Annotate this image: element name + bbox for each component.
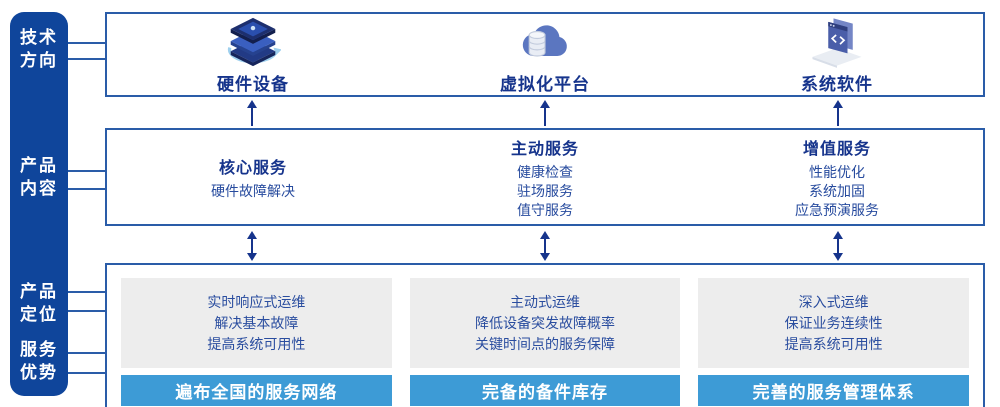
arrow-head [833, 230, 844, 239]
double-arrow-icon [539, 230, 550, 261]
tech-item-label: 硬件设备 [217, 75, 289, 94]
tech-item-virtualization: 虚拟化平台 [399, 14, 691, 95]
server-stack-icon [227, 17, 281, 67]
content-item: 硬件故障解决 [211, 182, 295, 199]
up-arrow-icon [246, 99, 257, 126]
arrow-shaft [250, 238, 253, 253]
position-col-proactive: 主动式运维 降低设备突发故障概率 关键时间点的服务保障 完备的备件库存 [409, 278, 681, 406]
sidebar-label-line: 优势 [20, 363, 58, 382]
arrow-row-top [105, 99, 985, 126]
up-arrow-icon [539, 99, 550, 126]
connector-line [62, 291, 107, 293]
sidebar-label-line: 技术 [20, 28, 58, 47]
sidebar-label-product-positioning: 产品 定位 [10, 280, 68, 326]
connector-line [62, 42, 107, 44]
advantage-bar: 完备的备件库存 [409, 375, 681, 406]
double-arrow-icon [833, 230, 844, 261]
up-arrow-icon [833, 99, 844, 126]
arrow-shaft [837, 238, 840, 253]
sidebar-label-product-content: 产品 内容 [10, 154, 68, 200]
sidebar-label-line: 定位 [20, 305, 58, 324]
positioning-line: 解决基本故障 [214, 314, 299, 331]
product-positioning-box: 实时响应式运维 解决基本故障 提高系统可用性 遍布全国的服务网络 主动式运维 降… [105, 263, 985, 407]
arrow-shaft [543, 238, 546, 253]
arrow-row-bottom [105, 230, 985, 261]
arrow-shaft [837, 107, 840, 126]
arrow-head [833, 252, 844, 261]
connector-line [62, 170, 107, 172]
position-col-indepth: 深入式运维 保证业务连续性 提高系统可用性 完善的服务管理体系 [698, 278, 970, 406]
connector-line [62, 352, 107, 354]
tech-item-system-software: 系统软件 [691, 14, 983, 95]
positioning-line: 关键时间点的服务保障 [475, 335, 615, 352]
content-item: 健康检查 [517, 163, 573, 180]
position-col-realtime: 实时响应式运维 解决基本故障 提高系统可用性 遍布全国的服务网络 [121, 278, 392, 406]
connector-line [62, 372, 107, 374]
content-col-title: 增值服务 [802, 140, 871, 158]
connector-line [62, 188, 107, 190]
arrow-head [833, 99, 844, 108]
arrow-head [539, 252, 550, 261]
content-col-core-service: 核心服务 硬件故障解决 [107, 130, 399, 224]
positioning-panel: 深入式运维 保证业务连续性 提高系统可用性 [698, 278, 970, 368]
code-window-icon [812, 18, 862, 68]
sidebar-label-service-advantage: 服务 优势 [10, 338, 68, 384]
positioning-line: 主动式运维 [510, 293, 580, 310]
category-sidebar: 技术 方向 产品 内容 产品 定位 服务 优势 [10, 12, 68, 396]
content-item: 性能优化 [809, 163, 865, 180]
connector-line [62, 310, 107, 312]
advantage-bar: 完善的服务管理体系 [698, 375, 970, 406]
sidebar-label-line: 产品 [20, 282, 58, 301]
sidebar-label-line: 内容 [20, 179, 58, 198]
tech-direction-box: 硬件设备 虚拟化平台 系统软件 [105, 12, 985, 97]
positioning-panel: 主动式运维 降低设备突发故障概率 关键时间点的服务保障 [409, 278, 681, 368]
positioning-line: 深入式运维 [798, 293, 869, 310]
content-col-title: 主动服务 [510, 140, 579, 158]
advantage-bar: 遍布全国的服务网络 [121, 375, 392, 406]
sidebar-label-tech-direction: 技术 方向 [10, 26, 68, 72]
content-col-value-added-service: 增值服务 性能优化 系统加固 应急预演服务 [691, 130, 983, 224]
arrow-head [246, 252, 257, 261]
arrow-shaft [250, 107, 253, 126]
arrow-head [539, 99, 550, 108]
positioning-line: 降低设备突发故障概率 [475, 314, 615, 331]
content-item: 应急预演服务 [795, 201, 879, 218]
positioning-line: 保证业务连续性 [784, 314, 883, 331]
tech-item-label: 系统软件 [801, 75, 873, 94]
double-arrow-icon [246, 230, 257, 261]
sidebar-label-line: 产品 [20, 156, 58, 175]
product-content-box: 核心服务 硬件故障解决 主动服务 健康检查 驻场服务 值守服务 增值服务 性能优… [105, 128, 985, 226]
tech-item-label: 虚拟化平台 [500, 75, 590, 94]
positioning-line: 提高系统可用性 [784, 335, 883, 352]
content-item: 驻场服务 [517, 182, 573, 199]
sidebar-label-line: 方向 [20, 51, 58, 70]
content-item: 系统加固 [809, 182, 865, 199]
arrow-head [539, 230, 550, 239]
positioning-panel: 实时响应式运维 解决基本故障 提高系统可用性 [121, 278, 392, 368]
positioning-line: 实时响应式运维 [207, 293, 306, 310]
connector-line [62, 58, 107, 60]
positioning-line: 提高系统可用性 [207, 335, 306, 352]
sidebar-label-line: 服务 [20, 340, 58, 359]
arrow-shaft [543, 107, 546, 126]
cloud-database-icon [522, 25, 567, 57]
arrow-head [246, 230, 257, 239]
arrow-head [246, 99, 257, 108]
tech-item-hardware: 硬件设备 [107, 14, 399, 95]
content-col-title: 核心服务 [218, 159, 287, 177]
content-item: 值守服务 [517, 201, 573, 218]
content-col-active-service: 主动服务 健康检查 驻场服务 值守服务 [399, 130, 691, 224]
